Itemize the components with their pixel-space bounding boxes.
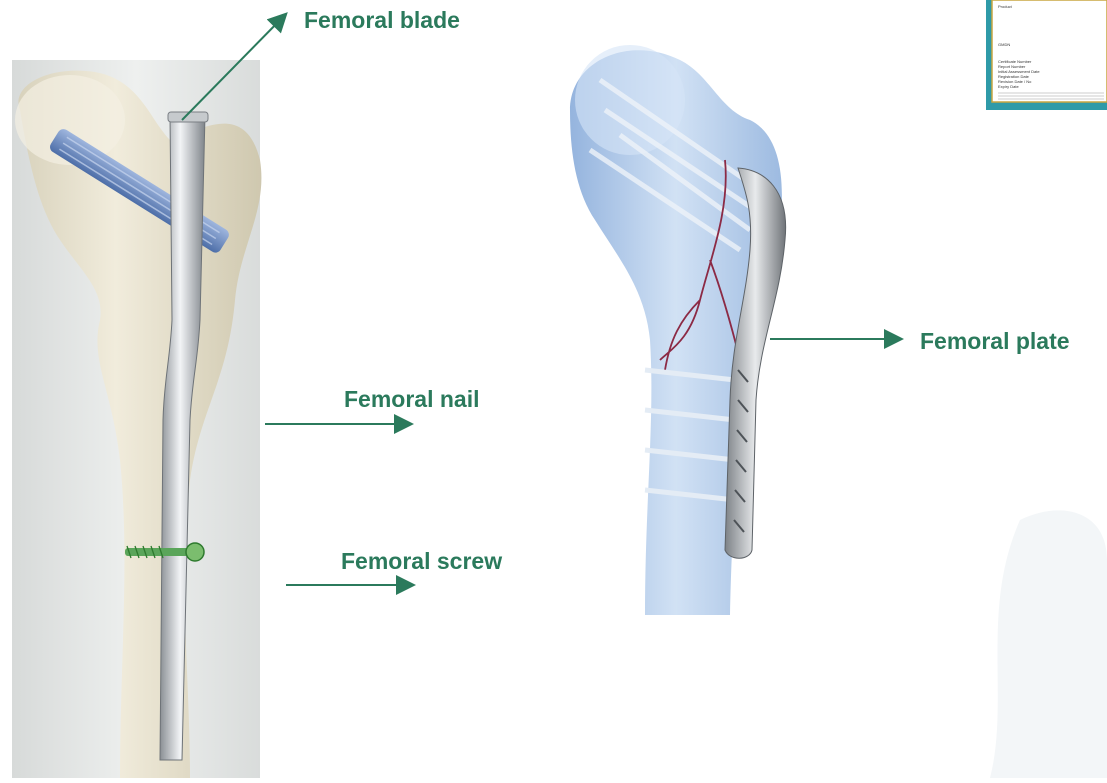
femoral-nail-illustration — [0, 60, 270, 778]
femur-with-plate-graphic — [560, 40, 800, 615]
femoral-plate-illustration — [560, 40, 800, 615]
certificate-document-graphic: Product GMDN Certificate Number Report N… — [986, 0, 1107, 110]
svg-text:Expiry Date: Expiry Date — [998, 84, 1019, 89]
svg-text:GMDN: GMDN — [998, 42, 1010, 47]
femur-with-nail-graphic — [0, 60, 270, 778]
label-femoral-plate: Femoral plate — [920, 328, 1070, 355]
label-femoral-blade: Femoral blade — [304, 7, 460, 34]
background-decoration — [900, 140, 1107, 778]
label-femoral-screw: Femoral screw — [341, 548, 502, 575]
label-femoral-nail: Femoral nail — [344, 386, 479, 413]
svg-text:Product: Product — [998, 4, 1013, 9]
certificate-thumbnail: Product GMDN Certificate Number Report N… — [986, 0, 1107, 110]
